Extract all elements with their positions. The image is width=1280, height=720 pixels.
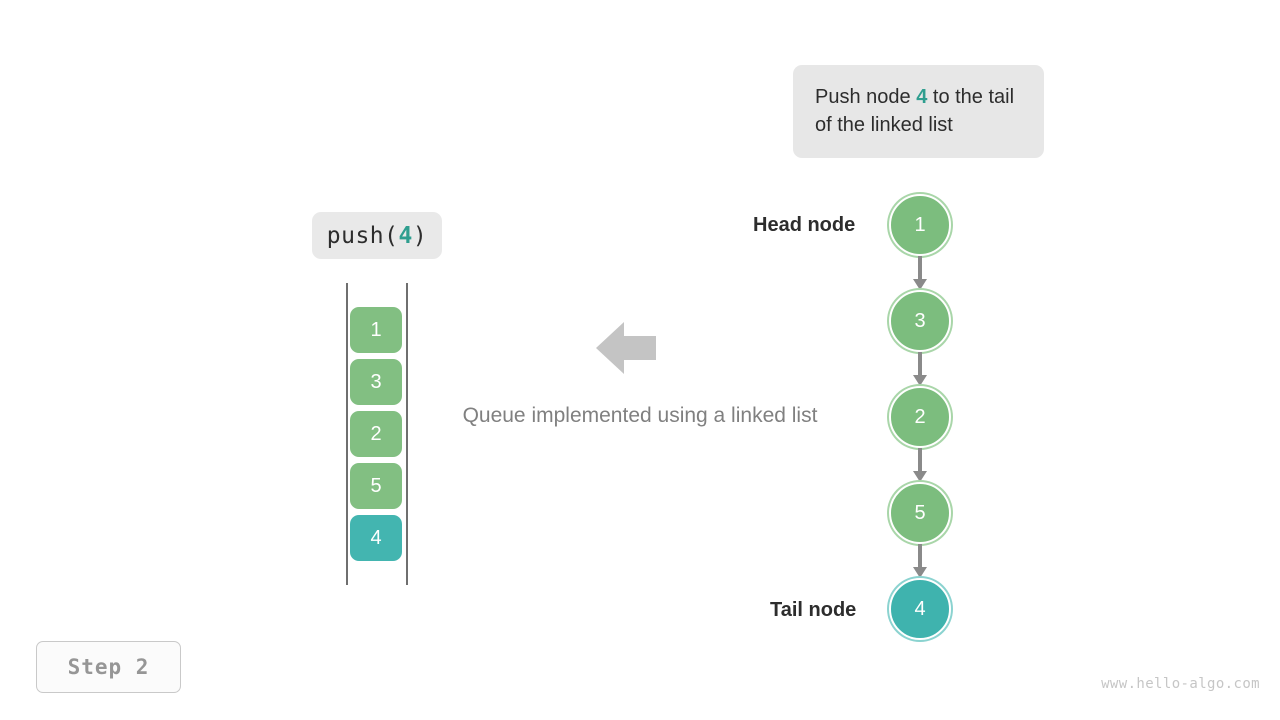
queue-rail-left — [346, 283, 348, 585]
list-node-tail: 4 — [889, 578, 951, 640]
queue-cell-list: 1 3 2 5 4 — [350, 307, 402, 567]
list-node: 1 — [889, 194, 951, 256]
queue-rail-right — [406, 283, 408, 585]
linked-list: 1 3 2 5 4 — [889, 194, 951, 642]
list-connector — [913, 256, 927, 290]
list-node: 3 — [889, 290, 951, 352]
queue-cell: 4 — [350, 515, 402, 561]
callout-value: 4 — [916, 86, 928, 108]
watermark: www.hello-algo.com — [1101, 676, 1260, 692]
list-connector — [913, 352, 927, 386]
queue-cell: 3 — [350, 359, 402, 405]
operation-label: push(4) — [312, 212, 442, 259]
queue-cell: 1 — [350, 307, 402, 353]
step-badge: Step 2 — [36, 641, 181, 693]
operation-close: ) — [412, 222, 428, 249]
tail-node-label: Tail node — [770, 599, 857, 621]
queue-cell: 5 — [350, 463, 402, 509]
operation-value: 4 — [398, 222, 413, 249]
queue-column: 1 3 2 5 4 — [340, 283, 414, 585]
operation-open: push( — [326, 222, 399, 249]
list-node: 2 — [889, 386, 951, 448]
diagram-caption: Queue implemented using a linked list — [462, 404, 818, 427]
callout-text-suffix: to the tail of the linked list — [815, 86, 1015, 137]
list-node: 5 — [889, 482, 951, 544]
left-arrow-icon — [596, 322, 656, 374]
callout-box: Push node 4 to the tail of the linked li… — [793, 65, 1044, 158]
head-node-label: Head node — [753, 214, 856, 236]
list-connector — [913, 544, 927, 578]
callout-text-prefix: Push node — [815, 86, 917, 108]
queue-cell: 2 — [350, 411, 402, 457]
list-connector — [913, 448, 927, 482]
